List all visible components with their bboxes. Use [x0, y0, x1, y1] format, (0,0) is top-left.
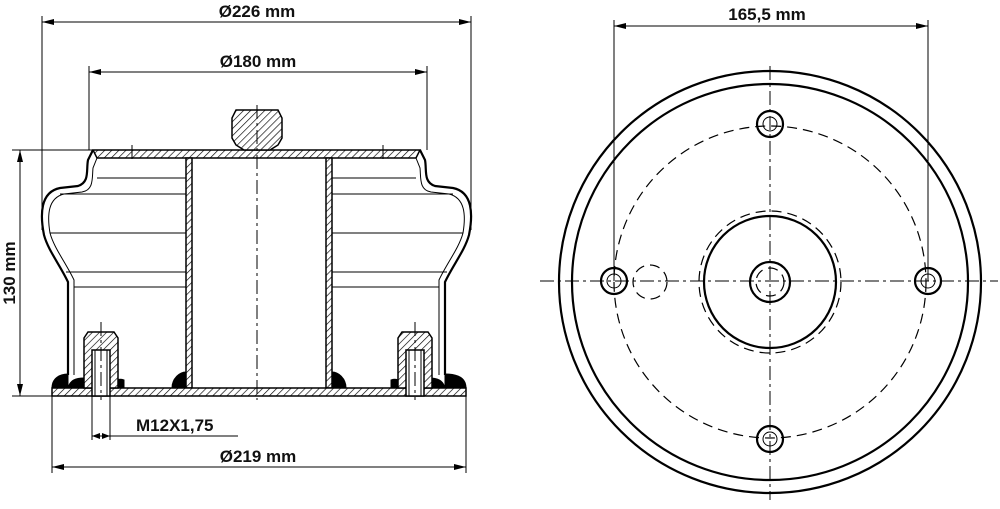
inner-tube-left [185, 157, 193, 389]
plan-bolt-circle [613, 125, 927, 439]
dim-thread: M12X1,75 [136, 416, 214, 435]
dim-height: 130 mm [0, 241, 19, 304]
bellows-left-wall [40, 149, 94, 375]
dim-bolt-spacing: 165,5 mm [728, 5, 806, 24]
bellows-right-inner-wall [415, 157, 465, 375]
plan-tube-circle-dashed [698, 210, 842, 354]
dim-base-diameter: Ø219 mm [220, 447, 297, 466]
bellows-right-wall [419, 149, 473, 375]
plan-hidden-hole [632, 264, 668, 300]
top-plate [91, 149, 422, 159]
dim-outer-diameter: Ø226 mm [219, 2, 296, 21]
inner-tube-right [325, 157, 333, 389]
bellows-left-inner-wall [48, 157, 98, 375]
dim-top-plate-diameter: Ø180 mm [220, 52, 297, 71]
plan-view: 165,5 mm [540, 5, 998, 500]
side-section-view: Ø226 mm Ø180 mm 130 mm M12X1,75 Ø219 mm [0, 2, 473, 473]
base-plate [51, 387, 467, 397]
